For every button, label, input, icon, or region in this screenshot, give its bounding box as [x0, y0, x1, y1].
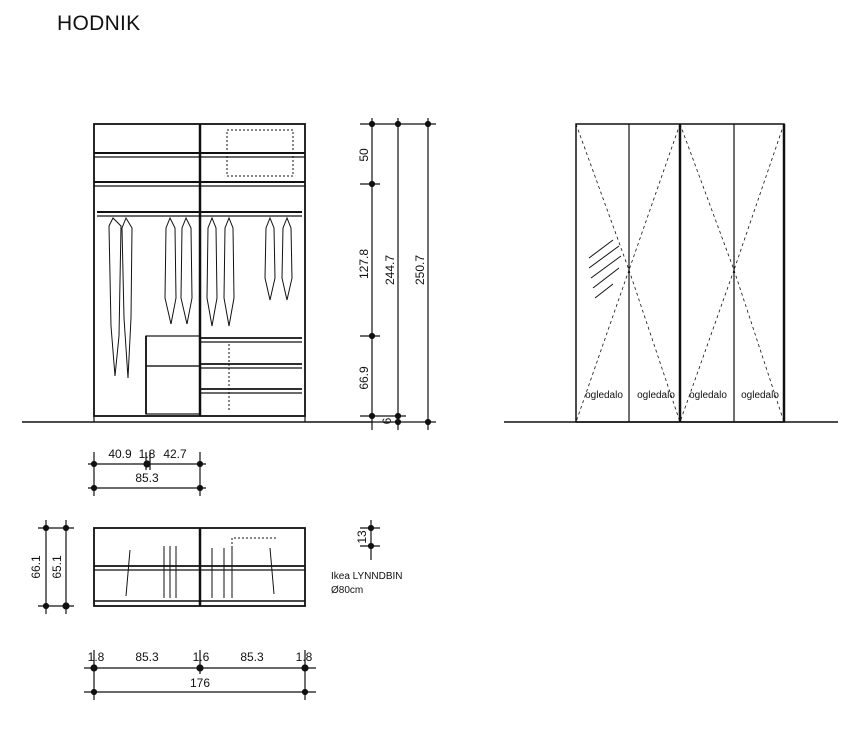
dim-depth-inner: 65.1 — [50, 555, 64, 579]
page-title: HODNIK — [57, 12, 141, 35]
dim-section-left: 85.3 — [135, 650, 159, 664]
dim-total-width: 176 — [190, 676, 210, 690]
dim-basket-height: 13 — [355, 530, 369, 544]
mirror-label-1: ogledalo — [585, 390, 623, 401]
front-elevation: 50 127.8 66.9 6 244.7 250.7 — [22, 118, 436, 430]
mirror-label-3: ogledalo — [689, 390, 727, 401]
dim-right-compartment: 42.7 — [163, 447, 187, 461]
hanging-clothes — [108, 216, 293, 379]
dim-height-plinth: 6 — [380, 417, 394, 424]
dim-section-right: 85.3 — [240, 650, 264, 664]
dim-height-total: 250.7 — [413, 255, 427, 285]
dim-divider: 1.8 — [139, 447, 156, 461]
mirror-hatch — [588, 239, 622, 299]
overall-width-dimensions: 1.8 85.3 1.6 85.3 1.8 176 — [84, 650, 316, 700]
dim-section-width: 85.3 — [135, 471, 159, 485]
dim-height-body: 244.7 — [383, 255, 397, 285]
plan-view: 66.1 65.1 13 Ikea LYNNDBIN Ø80cm — [29, 520, 403, 614]
mirror-label-4: ogledalo — [741, 390, 779, 401]
dim-depth-outer: 66.1 — [29, 555, 43, 579]
basket-note-line2: Ø80cm — [331, 585, 363, 596]
dim-side-left: 1.8 — [88, 650, 105, 664]
interior-width-dimensions: 40.9 1.8 42.7 85.3 — [88, 447, 206, 496]
basket-note-line1: Ikea LYNNDBIN — [331, 571, 403, 582]
dim-height-top: 50 — [357, 148, 371, 162]
dim-left-compartment: 40.9 — [108, 447, 132, 461]
vertical-dimensions — [360, 118, 436, 430]
mirror-label-2: ogledalo — [637, 390, 675, 401]
dim-height-drawers: 66.9 — [357, 366, 371, 390]
door-elevation: ogledalo ogledalo ogledalo ogledalo — [504, 123, 838, 423]
dim-side-right: 1.8 — [296, 650, 313, 664]
dim-height-hanging: 127.8 — [357, 249, 371, 279]
dim-side-center: 1.6 — [193, 650, 210, 664]
